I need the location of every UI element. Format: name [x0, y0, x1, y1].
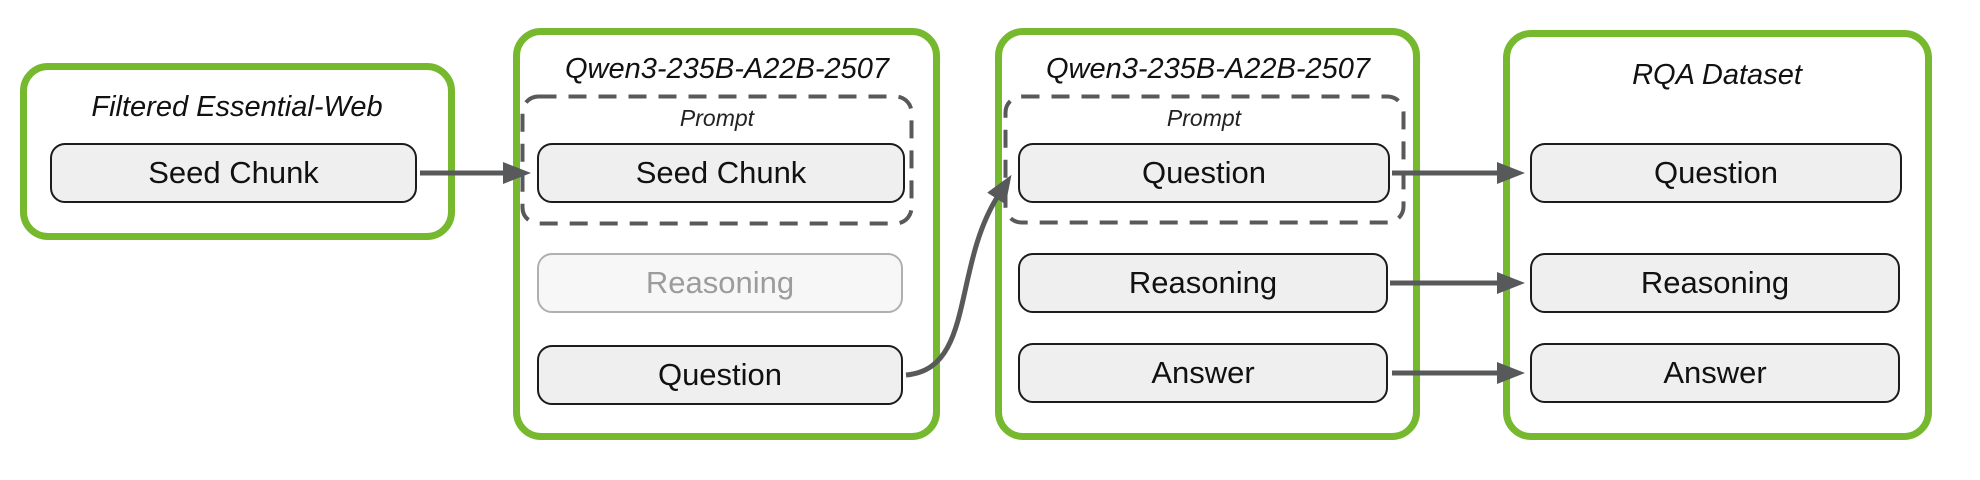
- group-title-qwen-stage-2: Qwen3-235B-A22B-2507: [1045, 53, 1371, 85]
- node-pill-reasoning-stage-2: Reasoning: [1018, 253, 1388, 313]
- node-pill-reasoning-dataset: Reasoning: [1530, 253, 1900, 313]
- group-title-rqa-dataset: RQA Dataset: [1632, 59, 1802, 91]
- node-pill-reasoning-inactive: Reasoning: [537, 253, 903, 313]
- group-title-qwen-stage-1: Qwen3-235B-A22B-2507: [564, 53, 890, 85]
- node-pill-answer-stage-2: Answer: [1018, 343, 1388, 403]
- prompt-label-stage-2: Prompt: [1166, 105, 1242, 131]
- node-pill-seed-chunk-source: Seed Chunk: [50, 143, 417, 203]
- node-pill-question-stage-1: Question: [537, 345, 903, 405]
- prompt-label-stage-1: Prompt: [679, 105, 755, 131]
- node-pill-answer-dataset: Answer: [1530, 343, 1900, 403]
- node-pill-question-prompt: Question: [1018, 143, 1390, 203]
- node-pill-question-dataset: Question: [1530, 143, 1902, 203]
- group-title-filtered-essential-web: Filtered Essential-Web: [91, 91, 383, 123]
- node-pill-seed-chunk-prompt: Seed Chunk: [537, 143, 905, 203]
